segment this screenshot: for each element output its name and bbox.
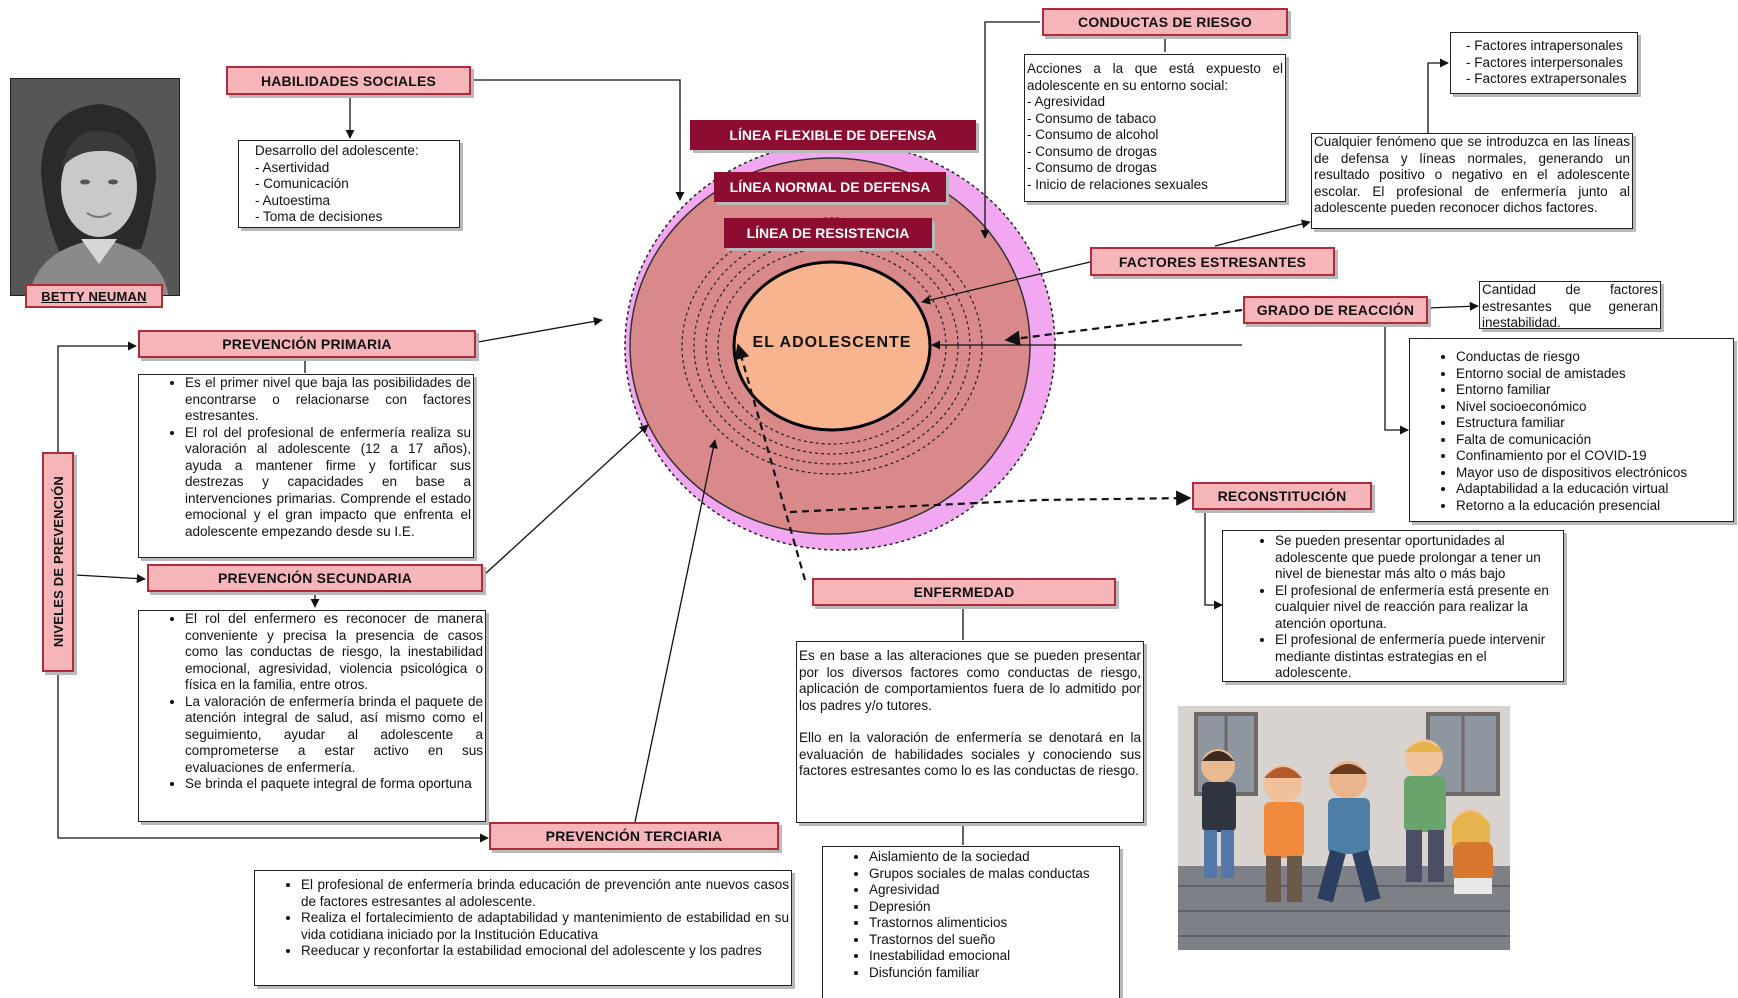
habilidades-box: Desarrollo del adolescente: - Asertivida…	[238, 140, 460, 228]
habilidades-line: - Autoestima	[255, 192, 331, 208]
reconstitucion-item: El profesional de enfermería puede inter…	[1275, 632, 1559, 682]
grado-reaccion-title: GRADO DE REACCIÓN	[1243, 296, 1428, 324]
conductas-line: - Consumo de drogas	[1027, 160, 1157, 175]
reconstitucion-list: Se pueden presentar oportunidades al ado…	[1223, 533, 1559, 682]
conductas-line: - Consumo de tabaco	[1027, 110, 1157, 126]
terciaria-item: Realiza el fortalecimiento de adaptabili…	[301, 910, 789, 943]
enfermedad-list-box: Aislamiento de la sociedad Grupos social…	[822, 846, 1120, 998]
factores-type: - Factores extrapersonales	[1466, 71, 1627, 86]
enfermedad-paragraph-1: Es en base a las alteraciones que se pue…	[799, 648, 1141, 713]
secundaria-item: Se brinda el paquete integral de forma o…	[185, 776, 483, 793]
resistance-ring-2	[693, 227, 971, 465]
conductas-riesgo-title: CONDUCTAS DE RIESGO	[1042, 8, 1288, 36]
terciaria-list: El profesional de enfermería brinda educ…	[255, 877, 789, 960]
grado-item: Retorno a la educación presencial	[1456, 498, 1733, 515]
fight-scene-icon	[1178, 706, 1510, 950]
enfermedad-item: Agresividad	[869, 882, 1119, 899]
grado-item: Falta de comunicación	[1456, 432, 1733, 449]
adolescent-label: EL ADOLESCENTE	[752, 334, 912, 351]
grado-item: Conductas de riesgo	[1456, 349, 1733, 366]
enfermedad-item: Inestabilidad emocional	[869, 948, 1119, 965]
grado-item: Entorno familiar	[1456, 382, 1733, 399]
conductas-line: - Consumo de drogas	[1027, 143, 1157, 159]
niveles-prevencion-label: NIVELES DE PREVENCIÓN	[42, 452, 74, 672]
enfermedad-item: Trastornos alimenticios	[869, 915, 1119, 932]
factores-type: - Factores interpersonales	[1466, 54, 1623, 70]
secundaria-item: La valoración de enfermería brinda el pa…	[185, 694, 483, 777]
reconstitucion-item: El profesional de enfermería está presen…	[1275, 583, 1559, 633]
prevencion-terciaria-title: PREVENCIÓN TERCIARIA	[489, 822, 779, 850]
grado-item: Confinamiento por el COVID-19	[1456, 448, 1733, 465]
niveles-prevencion-text: NIVELES DE PREVENCIÓN	[50, 476, 66, 648]
factores-estresantes-title: FACTORES ESTRESANTES	[1090, 247, 1335, 276]
enfermedad-title: ENFERMEDAD	[812, 578, 1116, 606]
prevencion-primaria-title: PREVENCIÓN PRIMARIA	[138, 330, 476, 358]
enfermedad-item: Depresión	[869, 899, 1119, 916]
factores-description: Cualquier fenómeno que se introduzca en …	[1311, 133, 1633, 229]
habilidades-line: - Toma de decisiones	[255, 209, 383, 224]
prevencion-primaria-box: Es el primer nivel que baja las posibili…	[138, 374, 474, 558]
reconstitucion-box: Se pueden presentar oportunidades al ado…	[1222, 530, 1564, 682]
enfermedad-item: Disfunción familiar	[869, 965, 1119, 982]
prevencion-secundaria-title: PREVENCIÓN SECUNDARIA	[147, 564, 483, 592]
habilidades-line: Desarrollo del adolescente:	[255, 143, 419, 158]
reconstitucion-item: Se pueden presentar oportunidades al ado…	[1275, 533, 1559, 583]
habilidades-sociales-title: HABILIDADES SOCIALES	[226, 66, 471, 95]
enfermedad-item: Grupos sociales de malas conductas	[869, 866, 1119, 883]
enfermedad-item: Trastornos del sueño	[869, 932, 1119, 949]
betty-neuman-portrait	[10, 78, 180, 296]
portrait-icon	[11, 79, 179, 295]
grado-item: Mayor uso de dispositivos electrónicos	[1456, 465, 1733, 482]
habilidades-line: - Asertividad	[255, 159, 330, 175]
secundaria-item: El rol del enfermero es reconocer de man…	[185, 611, 483, 694]
habilidades-line: - Comunicación	[255, 176, 349, 191]
caption-text: BETTY NEUMAN	[41, 288, 147, 304]
conductas-intro: Acciones a la que está expuesto el adole…	[1027, 61, 1283, 93]
terciaria-item: Reeducar y reconfortar la estabilidad em…	[301, 943, 789, 960]
enfermedad-box: Es en base a las alteraciones que se pue…	[796, 641, 1144, 823]
conductas-line: - Consumo de alcohol	[1027, 127, 1159, 142]
resistance-ring-4	[717, 247, 947, 445]
prevencion-secundaria-box: El rol del enfermero es reconocer de man…	[138, 610, 486, 822]
resistance-ring-3	[705, 237, 959, 455]
conductas-line: - Agresividad	[1027, 94, 1106, 109]
enfermedad-paragraph-2: Ello en la valoración de enfermería se d…	[799, 730, 1141, 778]
bullying-illustration	[1178, 706, 1510, 950]
grado-item: Entorno social de amistades	[1456, 366, 1733, 383]
secundaria-list: El rol del enfermero es reconocer de man…	[139, 611, 483, 793]
normal-defense-label: LÍNEA NORMAL DE DEFENSA	[714, 172, 946, 202]
grado-item: Estructura familiar	[1456, 415, 1733, 432]
conductas-box: Acciones a la que está expuesto el adole…	[1024, 54, 1286, 202]
flexible-defense-label: LÍNEA FLEXIBLE DE DEFENSA	[690, 120, 976, 150]
factores-types-box: - Factores intrapersonales - Factores in…	[1450, 32, 1638, 94]
factores-type: - Factores intrapersonales	[1466, 38, 1623, 53]
grado-item: Adaptabilidad a la educación virtual	[1456, 481, 1733, 498]
enfermedad-item: Aislamiento de la sociedad	[869, 849, 1119, 866]
primaria-item: Es el primer nivel que baja las posibili…	[185, 375, 471, 425]
primaria-item: El rol del profesional de enfermería rea…	[185, 425, 471, 541]
prevencion-terciaria-box: El profesional de enfermería brinda educ…	[254, 870, 792, 986]
primaria-list: Es el primer nivel que baja las posibili…	[139, 375, 471, 540]
resistance-line-label: LÍNEA DE RESISTENCIA	[724, 218, 932, 248]
grado-item: Nivel socioeconómico	[1456, 399, 1733, 416]
enfermedad-list: Aislamiento de la sociedad Grupos social…	[823, 849, 1119, 981]
reconstitucion-title: RECONSTITUCIÓN	[1192, 482, 1372, 510]
terciaria-item: El profesional de enfermería brinda educ…	[301, 877, 789, 910]
adolescent-core-circle	[732, 260, 932, 432]
grado-list: Conductas de riesgo Entorno social de am…	[1410, 349, 1733, 514]
grado-description: Cantidad de factores estresantes que gen…	[1479, 281, 1661, 330]
conductas-line: - Inicio de relaciones sexuales	[1027, 176, 1208, 192]
grado-factors-list: Conductas de riesgo Entorno social de am…	[1409, 338, 1734, 522]
betty-neuman-caption: BETTY NEUMAN	[25, 284, 163, 308]
